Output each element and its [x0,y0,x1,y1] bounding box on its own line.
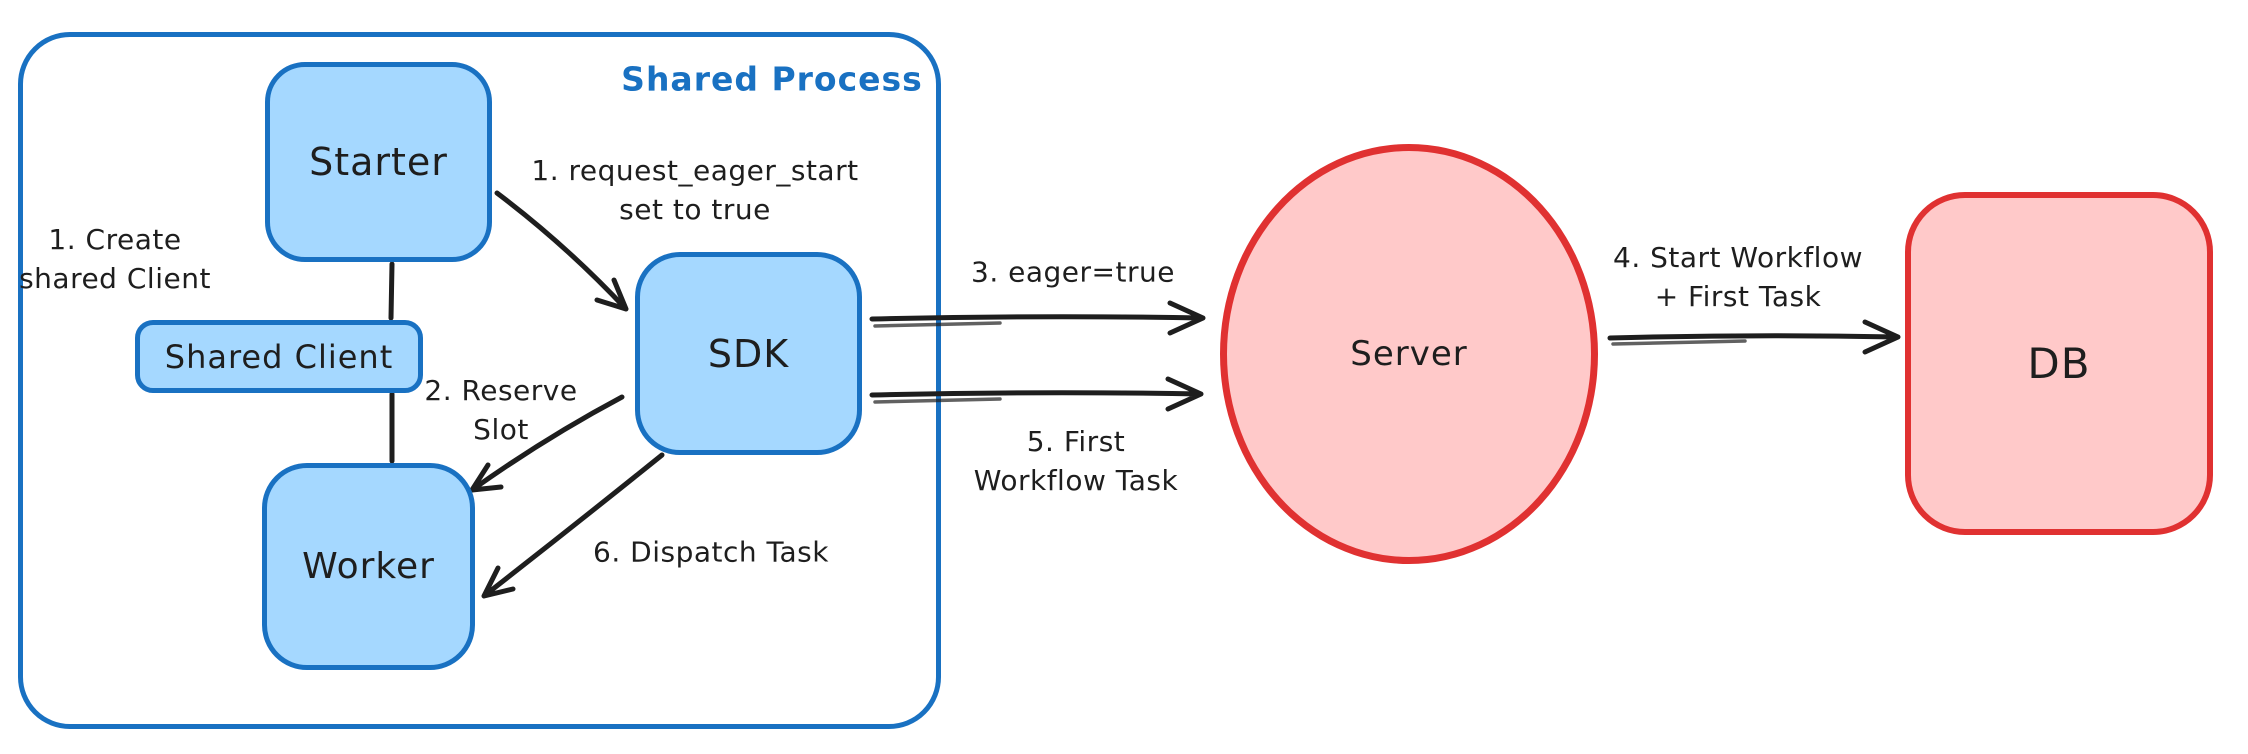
sdk-node: SDK [635,252,862,455]
server-node: Server [1220,144,1598,564]
arrow-sdk-to-worker-reserve-slot [469,394,625,493]
annotation-line: 1. Create [48,223,182,256]
starter-label: Starter [309,140,448,184]
sketch-double-strokes [873,321,1747,404]
arrow-starter-to-sdk [494,190,629,312]
annotation-line: 1. request_eager_start [531,154,859,187]
annotation-request-eager-start: 1. request_eager_start set to true [531,151,858,229]
annotation-line: 5. First [1026,425,1126,458]
arrow-server-to-db [1607,319,1901,355]
annotation-line: 6. Dispatch Task [593,535,829,569]
annotation-line: shared Client [19,262,211,295]
db-label: DB [2027,339,2091,388]
annotation-reserve-slot: 2. Reserve Slot [424,371,577,449]
annotation-start-workflow-first-task: 4. Start Workflow + First Task [1613,238,1863,316]
sdk-label: SDK [707,331,790,376]
worker-label: Worker [302,546,435,587]
annotation-line: set to true [619,193,771,226]
annotation-line: 2. Reserve [424,374,578,407]
arrow-sdk-to-server-eager [869,300,1206,336]
worker-node: Worker [262,463,475,670]
arrow-sdk-to-worker-dispatch-task [481,452,665,599]
arrow-sdk-to-server-first-workflow-task [869,376,1204,412]
db-node: DB [1905,192,2213,535]
shared-client-node: Shared Client [135,320,423,393]
annotation-line: 4. Start Workflow [1613,241,1863,274]
annotation-line: Slot [473,413,529,446]
starter-node: Starter [265,62,492,262]
annotation-dispatch-task: 6. Dispatch Task [593,533,829,572]
annotation-line: + First Task [1654,280,1822,313]
annotation-line: 3. eager=true [971,255,1175,289]
shared-client-label: Shared Client [164,337,394,376]
annotation-line: Workflow Task [973,464,1179,497]
annotation-eager-true: 3. eager=true [971,253,1175,292]
annotation-create-shared-client: 1. Create shared Client [19,220,211,298]
connector-starter-to-shared-client [388,261,395,321]
shared-process-label: Shared Process [621,59,923,99]
shared-process-container [18,32,941,729]
server-label: Server [1350,334,1468,374]
annotation-first-workflow-task: 5. First Workflow Task [974,422,1178,500]
